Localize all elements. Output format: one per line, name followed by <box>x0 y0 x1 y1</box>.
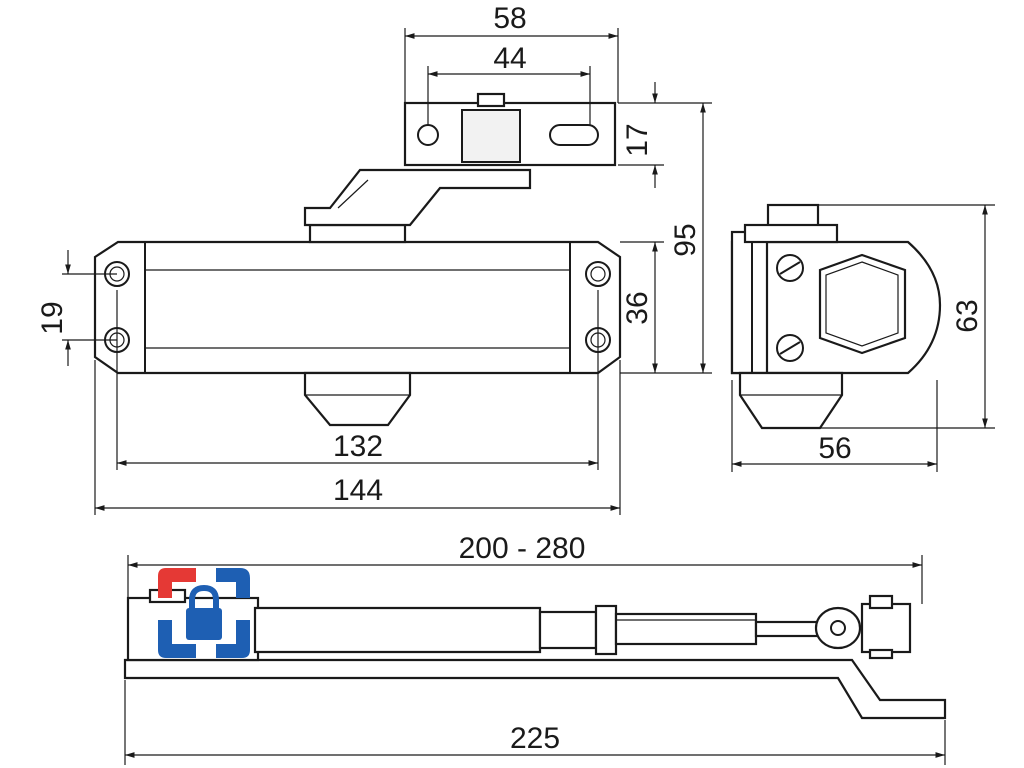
dim-95-label: 95 <box>669 223 702 256</box>
dim-19-label: 19 <box>36 301 69 334</box>
dim-225-label: 225 <box>510 722 560 755</box>
dim-200-280-label: 200 - 280 <box>459 532 586 565</box>
dim-17-label: 17 <box>621 123 654 156</box>
front-view <box>93 92 622 427</box>
arm-assembly-dimensions <box>124 555 946 765</box>
lock-logo <box>158 568 250 658</box>
dim-58-label: 58 <box>493 2 526 35</box>
dim-36-label: 36 <box>621 291 654 324</box>
dim-144-label: 144 <box>333 474 383 507</box>
dim-56-label: 56 <box>818 432 851 465</box>
side-view-dimensions <box>731 204 995 472</box>
side-view <box>730 203 942 430</box>
front-view-dimensions <box>62 28 712 515</box>
dim-44-label: 44 <box>493 42 526 75</box>
dim-132-label: 132 <box>333 430 383 463</box>
dim-63-label: 63 <box>951 299 984 332</box>
